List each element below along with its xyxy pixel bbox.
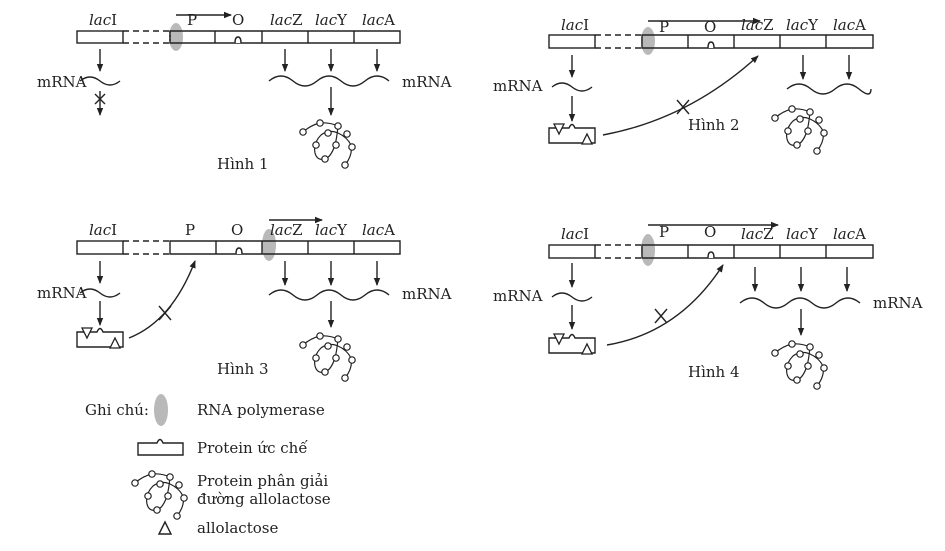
legend-title: Ghi chú:: [85, 401, 149, 419]
block-x-icon: [654, 308, 668, 324]
figure-caption: Hình 1: [217, 155, 269, 173]
operon-mrna-label: mRNA: [873, 294, 923, 312]
gene-label-lacy: lacY: [315, 221, 348, 239]
gene-label-laci: lacI: [89, 11, 117, 29]
gene-label-lacy: lacY: [786, 16, 819, 34]
gene-label-lacz: lacZ: [741, 16, 774, 34]
figure-2: lacI P O lacZ lacY lacA mRNA Hình 2: [493, 16, 874, 155]
block-x-icon: [676, 99, 690, 115]
mrna-wave: [79, 76, 121, 86]
gene-label-laci: lacI: [561, 225, 589, 243]
lactose-enzyme-protein-icon: [771, 340, 828, 390]
gene-label-laca: lacA: [362, 221, 395, 239]
operon-mrna-wave: [786, 83, 872, 95]
repressor-with-allolactose: [548, 123, 596, 145]
mrna-label: mRNA: [37, 73, 87, 91]
mrna-wave: [79, 288, 121, 298]
binding-arrow: [128, 260, 196, 339]
gene-label-o: O: [231, 221, 243, 239]
figure-4: lacI P O lacZ lacY lacA mRNA Hình 4 mRNA: [493, 221, 923, 390]
rna-polymerase: [262, 229, 276, 261]
gene-label-laca: lacA: [362, 11, 395, 29]
gene-label-laci: lacI: [561, 16, 589, 34]
figure-1: lacI P O lacZ lacY lacA mRNA mRNA Hình 1: [37, 11, 452, 173]
gene-label-lacz: lacZ: [270, 11, 303, 29]
gene-bar: [76, 240, 401, 255]
repressor-with-allolactose: [76, 327, 124, 349]
gene-bar: [548, 244, 874, 259]
binding-arrow: [602, 55, 759, 136]
legend-label-allolactose: allolactose: [197, 519, 278, 537]
mrna-wave: [551, 292, 593, 302]
figure-caption: Hình 4: [688, 363, 740, 381]
gene-label-p: P: [187, 11, 197, 29]
operon-mrna-wave: [268, 289, 390, 301]
operon-mrna-label: mRNA: [402, 73, 452, 91]
figure-3: lacI P O lacZ lacY lacA mRNA Hình 3 mRNA: [37, 216, 452, 382]
rna-polymerase: [641, 234, 655, 266]
figure-caption: Hình 2: [688, 116, 740, 134]
gene-label-o: O: [704, 223, 716, 241]
gene-label-o: O: [704, 18, 716, 36]
lactose-enzyme-protein-icon: [771, 105, 828, 155]
lactose-enzyme-protein-icon: [299, 332, 356, 382]
mrna-label: mRNA: [37, 284, 87, 302]
mrna-label: mRNA: [493, 77, 543, 95]
gene-label-laca: lacA: [833, 225, 866, 243]
gene-label-o: O: [232, 11, 244, 29]
gene-bar: [548, 34, 874, 49]
lactose-enzyme-protein-icon: [131, 470, 188, 520]
legend: Ghi chú: RNA polymerase Protein ức chế P…: [85, 394, 331, 537]
block-x-icon: [158, 305, 172, 321]
legend-label-enzyme-line2: đường allolactose: [197, 490, 331, 508]
gene-label-laca: lacA: [833, 16, 866, 34]
lactose-enzyme-protein-icon: [299, 119, 356, 169]
gene-label-p: P: [185, 221, 195, 239]
mrna-label: mRNA: [493, 287, 543, 305]
repressor-protein-icon: [137, 438, 184, 456]
binding-arrow: [606, 264, 724, 346]
operon-mrna-wave: [739, 297, 861, 309]
figure-caption: Hình 3: [217, 360, 269, 378]
rna-polymerase: [169, 23, 183, 51]
gene-label-p: P: [659, 223, 669, 241]
legend-label-repressor: Protein ức chế: [197, 439, 308, 457]
gene-label-p: P: [659, 18, 669, 36]
allolactose-icon: [157, 520, 173, 535]
mrna-wave: [551, 82, 593, 92]
rna-polymerase: [641, 27, 655, 55]
legend-label-enzyme-line1: Protein phân giải: [197, 472, 328, 490]
block-x-icon: [94, 93, 106, 105]
gene-label-laci: lacI: [89, 221, 117, 239]
gene-label-lacy: lacY: [786, 225, 819, 243]
gene-label-lacz: lacZ: [741, 225, 774, 243]
repressor-with-allolactose: [548, 333, 596, 355]
gene-label-lacy: lacY: [315, 11, 348, 29]
rna-polymerase-icon: [154, 394, 168, 426]
gene-label-lacz: lacZ: [270, 221, 303, 239]
gene-bar: [76, 30, 401, 44]
legend-label-rna-polymerase: RNA polymerase: [197, 401, 325, 419]
operon-mrna-label: mRNA: [402, 285, 452, 303]
operon-mrna-wave: [268, 75, 390, 87]
